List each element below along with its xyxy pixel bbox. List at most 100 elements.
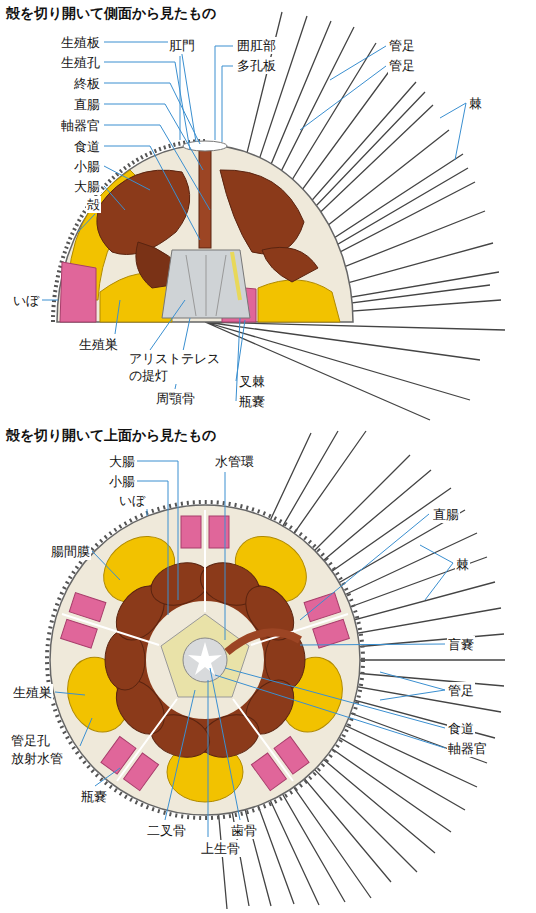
illustration-part xyxy=(227,632,300,652)
intestine xyxy=(220,170,304,254)
illustration-part xyxy=(188,642,222,675)
section-heading: 殻を切り開いて上面から見たもの xyxy=(5,426,217,444)
illustration-part xyxy=(440,103,466,160)
illustration-part xyxy=(225,668,445,728)
shell xyxy=(57,145,353,322)
illustration-part xyxy=(209,516,229,548)
illustration-part xyxy=(161,614,249,697)
part-label: 棘 xyxy=(455,556,470,573)
part-label: 肛門 xyxy=(168,37,196,54)
illustration-part xyxy=(104,62,190,150)
illustration-part xyxy=(300,514,429,620)
illustration-part xyxy=(80,718,92,746)
part-label: 瓶嚢 xyxy=(238,393,266,410)
illustration-part xyxy=(104,42,196,142)
illustration-part xyxy=(55,692,85,695)
part-label: 生殖孔 xyxy=(60,54,101,71)
part-label: 終板 xyxy=(73,75,101,92)
part-label: 大腸 xyxy=(73,178,101,195)
illustration-part xyxy=(225,472,226,640)
illustration-part xyxy=(208,680,209,837)
illustration-part xyxy=(215,675,445,748)
intestine xyxy=(262,247,318,282)
illustration-part xyxy=(180,56,181,140)
section-heading: 殻を切り開いて側面から見たもの xyxy=(5,4,217,22)
illustration-part xyxy=(104,104,203,170)
part-label: 歯骨 xyxy=(230,822,258,839)
part-label: 軸器官 xyxy=(60,117,101,134)
illustration-part xyxy=(62,510,348,781)
part-label: 小腸 xyxy=(108,473,136,490)
illustration-part xyxy=(300,644,445,645)
part-label: 放射水管 xyxy=(10,750,64,767)
illustration-part xyxy=(62,510,348,781)
illustration-part xyxy=(215,46,233,140)
illustration-part xyxy=(104,125,210,210)
illustration-part xyxy=(104,83,200,144)
illustration-part xyxy=(115,300,120,334)
part-label: 軸器官 xyxy=(447,740,488,757)
part-label: いぼ xyxy=(12,292,40,309)
part-label: 上生骨 xyxy=(200,840,241,857)
illustration-part xyxy=(104,166,150,190)
part-label: 直腸 xyxy=(432,506,460,523)
part-label: 囲肛部 xyxy=(236,37,277,54)
illustration-part xyxy=(150,300,185,350)
part-label: 大腸 xyxy=(108,453,136,470)
part-label: 食道 xyxy=(73,138,101,155)
part-label: 直腸 xyxy=(73,96,101,113)
illustration-part xyxy=(210,668,240,820)
part-label: 叉棘 xyxy=(238,373,266,390)
lantern xyxy=(162,250,250,318)
intestine xyxy=(97,170,190,254)
illustration-part xyxy=(300,66,386,130)
illustration-part xyxy=(95,768,120,786)
part-label: 生殖巣 xyxy=(12,684,53,701)
illustration-part xyxy=(181,516,201,548)
part-label: 管足 xyxy=(388,37,416,54)
illustration-part xyxy=(78,214,95,232)
illustration-part xyxy=(92,551,120,580)
part-label: 二叉骨 xyxy=(146,822,187,839)
part-label: 棘 xyxy=(468,95,483,112)
part-label: 殻 xyxy=(86,196,101,213)
gonad xyxy=(258,280,340,322)
part-label: 盲嚢 xyxy=(447,636,475,653)
part-label: 周顎骨 xyxy=(155,390,196,407)
part-label: 生殖板 xyxy=(60,34,101,51)
illustration-part xyxy=(251,753,286,791)
part-label: 水管環 xyxy=(214,453,255,470)
illustration-part xyxy=(101,737,136,775)
rectum xyxy=(199,148,211,248)
part-label: 小腸 xyxy=(73,158,101,175)
part-label: 管足孔 xyxy=(10,732,51,749)
part-label: 管足 xyxy=(388,57,416,74)
lantern-ribs xyxy=(186,255,226,316)
organs-top xyxy=(58,510,352,802)
illustration-part xyxy=(380,672,445,700)
illustration-part xyxy=(222,66,233,142)
illustration-part xyxy=(137,461,178,600)
axial-organ xyxy=(232,252,240,300)
part-label: アリストテレス の提灯 xyxy=(128,350,226,384)
illustration-part xyxy=(147,509,148,516)
tubercles xyxy=(47,502,363,818)
part-label: 瓶嚢 xyxy=(80,788,108,805)
shell xyxy=(50,505,360,815)
illustration-part xyxy=(420,545,453,600)
illustration-part xyxy=(104,146,200,240)
part-label: 食道 xyxy=(447,720,475,737)
illustration-part xyxy=(42,300,58,301)
part-label: 生殖巣 xyxy=(78,336,119,353)
spines-side xyxy=(205,12,505,420)
ampulla xyxy=(60,262,96,322)
part-label: 管足 xyxy=(447,682,475,699)
illustration-part xyxy=(165,690,195,820)
illustration-part xyxy=(183,638,227,682)
illustration-part xyxy=(104,186,125,210)
part-label: 多孔板 xyxy=(236,57,277,74)
part-label: 腸間膜 xyxy=(50,543,91,560)
illustration-part xyxy=(205,12,505,420)
